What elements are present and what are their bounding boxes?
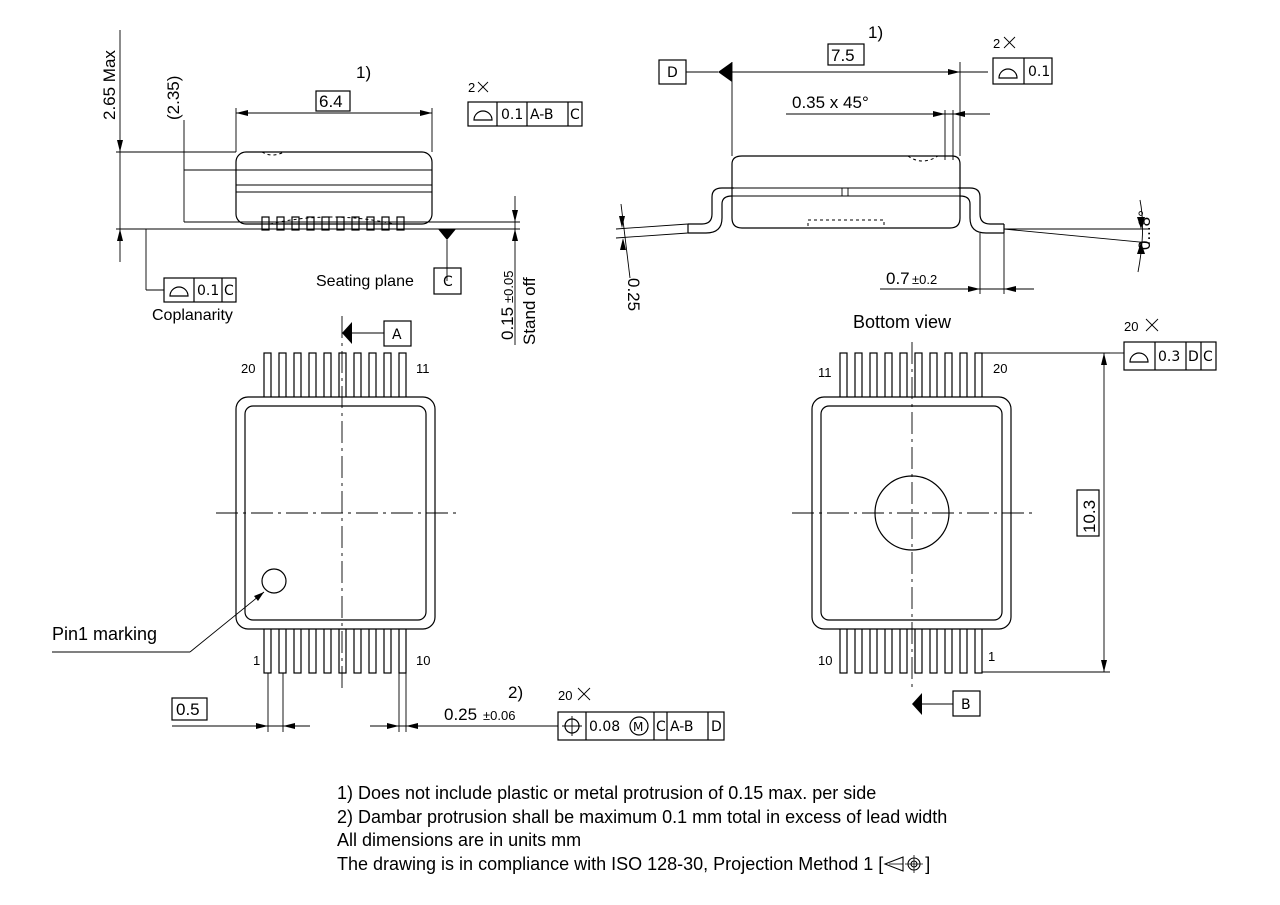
- dim-ref-height: (2.35): [164, 76, 183, 120]
- top-pin-11: 11: [416, 361, 430, 376]
- first-angle-projection-icon: [883, 854, 924, 873]
- note-4-text: The drawing is in compliance with ISO 12…: [337, 853, 884, 874]
- top-pin-1: 1: [253, 653, 260, 668]
- dim-body-width-note: 1): [356, 63, 371, 82]
- svg-text:0.08: 0.08: [589, 719, 620, 735]
- svg-text:A-B: A-B: [530, 107, 553, 123]
- svg-text:0.1: 0.1: [197, 283, 219, 299]
- svg-text:A-B: A-B: [670, 719, 693, 735]
- bottom-view-title: Bottom view: [853, 312, 952, 332]
- pitch-value: 0.5: [176, 700, 200, 719]
- fcf-coplanarity: 0.1 C: [163, 277, 237, 303]
- svg-text:0.1: 0.1: [1028, 64, 1050, 80]
- svg-text:C: C: [656, 719, 666, 735]
- dim-body-width: 6.4: [319, 92, 343, 111]
- dim-length: 10.3: [1080, 500, 1099, 533]
- coplanarity-label: Coplanarity: [152, 307, 233, 324]
- top-view-leads-lower: [263, 627, 407, 674]
- bottom-view-leads-upper: [839, 352, 983, 399]
- svg-text:20: 20: [1124, 319, 1138, 334]
- datum-b-label: B: [961, 697, 971, 713]
- notes-block: 1) Does not include plastic or metal pro…: [337, 782, 947, 876]
- foot-length-tolerance: ±0.2: [912, 272, 937, 287]
- seating-plane-label: Seating plane: [316, 273, 414, 290]
- svg-text:C: C: [570, 107, 580, 123]
- pin1-marking-dot: [261, 568, 287, 594]
- svg-text:2: 2: [468, 80, 475, 95]
- pin1-marking-label: Pin1 marking: [52, 624, 157, 644]
- bottom-view-leads-lower: [839, 627, 983, 674]
- foot-length: 0.7: [886, 269, 910, 288]
- top-pin-10: 10: [416, 653, 430, 668]
- lead-angle: 0...8°: [1135, 210, 1154, 250]
- svg-text:D: D: [711, 719, 722, 735]
- multiplier-x-icon: [577, 687, 591, 701]
- fcf-end-profile: 0.1: [992, 57, 1053, 85]
- bottom-pin-10: 10: [818, 653, 832, 668]
- fcf-bottom-profile: 0.3 D C: [1123, 341, 1217, 371]
- note-1: 1) Does not include plastic or metal pro…: [337, 783, 877, 803]
- top-view-leads-upper: [263, 352, 407, 399]
- fcf-position: 0.08 M C A-B D: [557, 711, 725, 741]
- note-4: The drawing is in compliance with ISO 12…: [337, 853, 947, 877]
- standoff-label: Stand off: [520, 277, 539, 345]
- multiplier-x-icon: [477, 81, 489, 93]
- dim-width: 7.5: [831, 46, 855, 65]
- fcf-side-profile: 0.1 A-B C: [467, 101, 583, 127]
- svg-text:20: 20: [558, 688, 572, 703]
- svg-text:C: C: [1203, 349, 1213, 365]
- standoff-tolerance: ±0.05: [501, 271, 516, 303]
- note-3: All dimensions are in units mm: [337, 830, 582, 850]
- side-body: [235, 151, 433, 225]
- multiplier-x-icon: [1003, 36, 1016, 49]
- svg-text:2: 2: [993, 36, 1000, 51]
- svg-text:0.1: 0.1: [501, 107, 523, 123]
- svg-text:M: M: [633, 720, 643, 734]
- bottom-pin-11: 11: [818, 365, 832, 380]
- lead-thickness: 0.25: [624, 278, 643, 311]
- standoff-value: 0.15: [498, 307, 517, 340]
- top-pin-20: 20: [241, 361, 255, 376]
- dim-max-height: 2.65 Max: [100, 50, 119, 120]
- lead-width-tolerance: ±0.06: [483, 708, 515, 723]
- end-body: [731, 155, 961, 229]
- svg-text:0.3: 0.3: [1158, 349, 1180, 365]
- svg-text:D: D: [1188, 349, 1199, 365]
- lead-width-value: 0.25: [444, 705, 477, 724]
- svg-text:C: C: [224, 283, 234, 299]
- bottom-view: Bottom view: [792, 312, 1217, 717]
- datum-a-label: A: [392, 327, 402, 343]
- multiplier-x-icon: [1145, 318, 1159, 332]
- seating-plane-datum: C: [443, 274, 453, 290]
- dim-width-note: 1): [868, 23, 883, 42]
- note-4-suffix: ]: [925, 853, 931, 874]
- bottom-pin-20: 20: [993, 361, 1007, 376]
- end-view: D 7.5 1) 2 0.1 0.35 x 45° 0.25: [615, 23, 1154, 311]
- note-2: 2) Dambar protrusion shall be maximum 0.…: [337, 806, 948, 827]
- side-view: 2.65 Max (2.35) 6.4 1) 2 0.1 A-B C: [100, 30, 583, 345]
- side-leads: [261, 216, 405, 231]
- profile-surface-icon: [473, 110, 493, 121]
- chamfer-label: 0.35 x 45°: [792, 93, 869, 112]
- top-view: A 20 11 1 10 Pin1 marking 0.5 0.25 ±0.06…: [52, 316, 725, 741]
- bottom-pin-1: 1: [988, 649, 995, 664]
- lead-width-note: 2): [508, 683, 523, 702]
- position-icon: [562, 716, 582, 736]
- datum-d-label: D: [667, 65, 678, 81]
